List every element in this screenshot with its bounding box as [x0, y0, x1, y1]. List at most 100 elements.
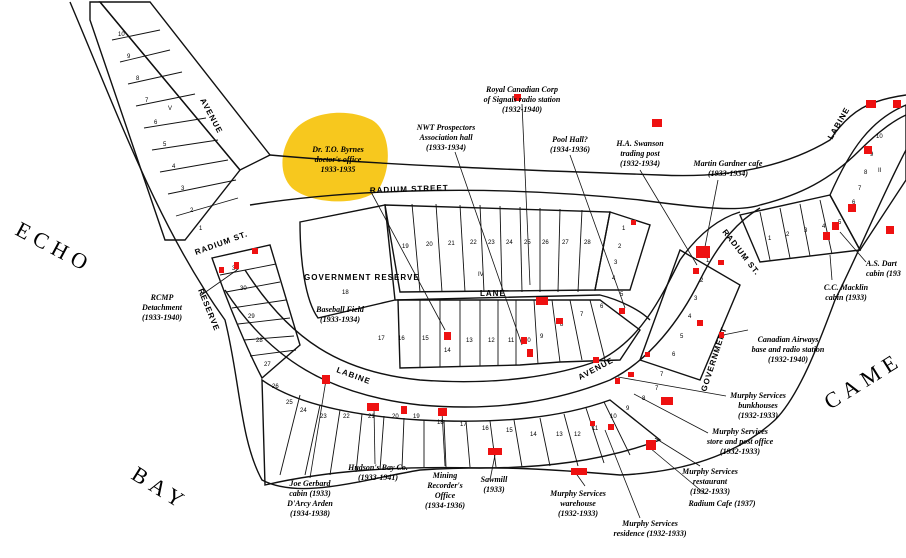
lot-label: 21: [368, 414, 375, 420]
rcmp-line-1: RCMP: [150, 293, 174, 302]
lot-label: 8: [864, 170, 868, 176]
hudsons-bay-line-1: Hudson's Bay Co.: [347, 463, 408, 472]
lot-label: 16: [482, 426, 489, 432]
lot-label: 19: [402, 244, 409, 250]
lot-label: 22: [343, 414, 350, 420]
lot-label: 1: [622, 226, 626, 232]
radium-st-left-label: RADIUM ST.: [194, 229, 249, 257]
block-label: V: [168, 106, 172, 112]
avenue-top-label: AVENUE: [198, 97, 224, 135]
lot-label: 25: [524, 240, 531, 246]
murphy-restaurant-line-1: Murphy Services: [681, 467, 738, 476]
lot-label: 27: [264, 362, 271, 368]
royal-canadian-corp-line-3: (1932-1940): [502, 105, 542, 114]
radium-street-road: [269, 94, 906, 177]
lot-label: 20: [426, 242, 433, 248]
murphy-residence-line-2: residence (1932-1933): [613, 529, 686, 538]
lot-label: 4: [822, 224, 826, 230]
as-dart-line-1: A.S. Dart: [865, 259, 898, 268]
cc-macklin-line-2: cabin (1933): [825, 293, 867, 302]
lot-label: 5: [620, 292, 624, 298]
lot-label: 1: [199, 226, 203, 232]
joe-gerbard-line-2: cabin (1933): [289, 489, 331, 498]
ha-swanson-line-1: H.A. Swanson: [615, 139, 664, 148]
lot-label: 17: [460, 422, 467, 428]
block-label: IV: [478, 272, 484, 278]
lot-label: 3: [614, 260, 618, 266]
reserve-number: 18: [342, 290, 349, 296]
came-water-label: CAME: [819, 347, 906, 415]
lot-label: 2: [618, 244, 622, 250]
lot-label: 25: [286, 400, 293, 406]
highlight-name: Dr. T.O. Byrnes: [311, 145, 364, 154]
baseball-field-line-2: (1933-1934): [320, 315, 360, 324]
lot-label: 5: [163, 142, 167, 148]
lot-label: 7: [580, 312, 584, 318]
hudsons-bay-line-2: (1933-1941): [358, 473, 398, 482]
rcmp-line-2: Detachment: [141, 303, 183, 312]
murphy-bunkhouses-line-3: (1932-1933): [738, 411, 778, 420]
lot-label: 26: [272, 384, 279, 390]
murphy-store-line-2: store and post office: [706, 437, 774, 446]
lot-label: 2: [786, 232, 790, 238]
lot-label: 6: [672, 352, 676, 358]
pool-hall-line-1: Pool Hall?: [552, 135, 588, 144]
lot-label: 1: [768, 236, 772, 242]
lot-label: 21: [448, 241, 455, 247]
lot-label: 24: [300, 408, 307, 414]
lot-label: 14: [530, 432, 537, 438]
lot-label: 10: [118, 32, 125, 38]
lot-label: 3: [181, 186, 185, 192]
pool-hall-line-2: (1934-1936): [550, 145, 590, 154]
lot-label: 3: [694, 296, 698, 302]
royal-canadian-corp-line-1: Royal Canadian Corp: [485, 85, 558, 94]
lot-label: 27: [562, 240, 569, 246]
lot-label: 22: [470, 240, 477, 246]
south-row: 23 22 21 20 19 18 17 16 15 14 13 12 11 1…: [261, 378, 662, 486]
joe-gerbard-line-4: (1934-1938): [290, 509, 330, 518]
labine-avenue-inner: [224, 207, 761, 408]
lot-label: 6: [600, 304, 604, 310]
lot-label: 2: [700, 278, 704, 284]
lot-label: 1: [706, 258, 710, 264]
lot-label: 5: [838, 220, 842, 226]
government-column: 1 2 3 4 5 6 7: [639, 248, 741, 381]
murphy-store-line-1: Murphy Services: [711, 427, 768, 436]
lot-label: 10: [876, 134, 883, 140]
lot-label: 20: [392, 414, 399, 420]
lot-label: 14: [444, 348, 451, 354]
ha-swanson-line-3: (1932-1934): [620, 159, 660, 168]
murphy-warehouse-line-1: Murphy Services: [549, 489, 606, 498]
lot-label: 7: [145, 98, 149, 104]
lot-label: 23: [488, 240, 495, 246]
lot-label: 6: [852, 200, 856, 206]
lot-label: 24: [506, 240, 513, 246]
government-reserve-label: GOVERNMENT RESERVE: [304, 273, 420, 282]
block-iv-east: [594, 211, 651, 291]
government-label: GOVERNMENT: [699, 326, 728, 393]
lot-label: 9: [127, 54, 131, 60]
lot-label: 13: [466, 338, 473, 344]
lot-label: 15: [422, 336, 429, 342]
joe-gerbard-line-1: Joe Gerbard: [288, 479, 331, 488]
highlight-blob: [282, 112, 388, 202]
buildings: [219, 94, 901, 475]
lane-road: [394, 294, 651, 321]
highlight-desc: doctor's office: [315, 155, 362, 164]
martin-gardner-line-1: Martin Gardner cafe: [693, 159, 763, 168]
lot-label: 6: [154, 120, 158, 126]
joe-gerbard-line-3: D'Arcy Arden: [286, 499, 333, 508]
block-ii: 1 2 3 4 5 6 10 9 8 7 6 II: [739, 104, 906, 263]
sawmill-line-2: (1933): [483, 485, 505, 494]
canadian-airways-line-2: base and radio station: [752, 345, 825, 354]
echo-water-label: ECHO: [12, 216, 98, 277]
lot-label: 11: [592, 426, 599, 432]
lot-label: 9: [626, 406, 630, 412]
sawmill-line-1: Sawmill: [481, 475, 508, 484]
lot-label: 26: [542, 240, 549, 246]
nwt-prospectors-line-3: (1933-1934): [426, 143, 466, 152]
martin-gardner-line-2: (1933-1934): [708, 169, 748, 178]
lot-label: 30: [240, 286, 247, 292]
lot-label: 18: [437, 420, 444, 426]
